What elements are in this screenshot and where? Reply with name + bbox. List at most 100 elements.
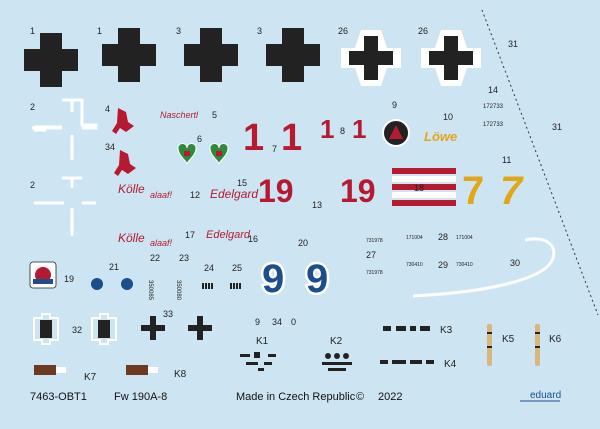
red-numeral-1c: 1 bbox=[320, 114, 334, 144]
heart-shield-a bbox=[177, 143, 197, 165]
stencil-group-K2 bbox=[322, 353, 352, 371]
red-numeral-1d: 1 bbox=[352, 114, 366, 144]
label-9: 9 bbox=[392, 100, 397, 110]
balkenkreuz-26a: 26 bbox=[338, 26, 401, 86]
fuselage-band bbox=[392, 168, 456, 206]
roundel-emblem-19 bbox=[29, 261, 57, 289]
aircraft-name: Fw 190A-8 bbox=[114, 391, 167, 403]
label-K3: K3 bbox=[440, 325, 453, 336]
small-cross-b bbox=[188, 316, 212, 340]
label-34b: 34 bbox=[272, 317, 282, 327]
alaaf-script-a: alaaf! bbox=[150, 190, 173, 200]
label-28: 28 bbox=[438, 232, 448, 242]
label-18: 18 bbox=[414, 183, 424, 193]
blue-dot-a bbox=[91, 278, 103, 290]
label-K5: K5 bbox=[502, 334, 515, 345]
outline-cross-32b bbox=[91, 313, 117, 345]
edelgard-script-b: Edelgard bbox=[206, 229, 251, 241]
werknummer-172733b: 172733 bbox=[483, 122, 504, 128]
stencil-group-K1 bbox=[240, 352, 276, 371]
brand-logo: eduard bbox=[530, 390, 561, 401]
label-32: 32 bbox=[72, 325, 82, 335]
naschertl-script: Naschertl bbox=[160, 110, 199, 120]
label-12: 12 bbox=[190, 190, 200, 200]
label-15: 15 bbox=[237, 178, 247, 188]
stencil-350085: 350085 bbox=[147, 280, 153, 301]
label-14: 14 bbox=[488, 85, 498, 95]
blue-dot-b bbox=[121, 278, 133, 290]
stencil-group-K3 bbox=[383, 326, 430, 331]
werknummer-730410b: 730410 bbox=[456, 262, 473, 268]
label-22: 22 bbox=[150, 253, 160, 263]
year-text: 2022 bbox=[378, 391, 402, 403]
stencil-K8 bbox=[126, 365, 158, 375]
white-swoosh bbox=[412, 237, 556, 298]
werknummer-730410a: 730410 bbox=[406, 262, 423, 268]
blue-numeral-9a: 9 bbox=[262, 257, 284, 301]
stencil-group-K4 bbox=[380, 360, 434, 364]
outline-cross-32a bbox=[33, 313, 59, 345]
label-4: 4 bbox=[105, 104, 110, 114]
label-26b: 26 bbox=[418, 26, 428, 36]
propeller-blade-K6 bbox=[535, 324, 540, 366]
red-numeral-19a: 19 bbox=[258, 173, 294, 209]
label-2b: 2 bbox=[30, 180, 35, 190]
edelgard-script-a: Edelgard bbox=[210, 187, 258, 201]
label-K1: K1 bbox=[256, 336, 269, 347]
yellow-numeral-7b: 7 bbox=[500, 169, 524, 213]
stencil-K7 bbox=[34, 365, 66, 375]
red-numeral-1a: 1 bbox=[243, 117, 264, 159]
label-13: 13 bbox=[312, 200, 322, 210]
cut-line bbox=[481, 9, 599, 316]
label-K2: K2 bbox=[330, 336, 343, 347]
kolle-script-b: Kölle bbox=[118, 231, 145, 245]
round-emblem bbox=[382, 119, 410, 147]
product-code: 7463-OBT1 bbox=[30, 391, 87, 403]
kolle-script-a: Kölle bbox=[118, 182, 145, 196]
devil-emblem-a bbox=[112, 108, 134, 134]
copyright-symbol: © bbox=[356, 391, 364, 403]
lowe-script: Löwe bbox=[424, 129, 457, 144]
label-11: 11 bbox=[502, 155, 511, 165]
label-29: 29 bbox=[438, 260, 448, 270]
made-in-text: Made in Czech Republic bbox=[236, 391, 356, 403]
label-27: 27 bbox=[366, 250, 376, 260]
label-0: 0 bbox=[291, 317, 296, 327]
blue-numeral-9b-outline: 9 bbox=[306, 257, 328, 301]
werknummer-731978b: 731978 bbox=[366, 270, 383, 276]
label-20: 20 bbox=[298, 238, 308, 248]
red-numeral-1b: 1 bbox=[281, 117, 302, 159]
stencil-350080: 350080 bbox=[175, 280, 181, 301]
white-cross-2a: 2 bbox=[30, 98, 98, 160]
label-19: 19 bbox=[64, 274, 74, 284]
werknummer-171004b: 171004 bbox=[456, 235, 473, 241]
red-numeral-19b: 19 bbox=[340, 173, 376, 209]
label-30: 30 bbox=[510, 258, 520, 268]
label-31a: 31 bbox=[508, 39, 518, 49]
label-1b: 1 bbox=[97, 26, 102, 36]
label-31b: 31 bbox=[552, 122, 562, 132]
label-17: 17 bbox=[185, 230, 195, 240]
stripe-marks-25 bbox=[230, 283, 241, 289]
label-2a: 2 bbox=[30, 102, 35, 112]
stripe-marks-24 bbox=[202, 283, 213, 289]
balkenkreuz-1b: 1 bbox=[97, 26, 156, 82]
balkenkreuz-26b: 26 bbox=[418, 26, 481, 86]
label-8: 8 bbox=[340, 126, 345, 136]
yellow-numeral-7a: 7 bbox=[462, 169, 484, 213]
alaaf-script-b: alaaf! bbox=[150, 238, 173, 248]
label-7: 7 bbox=[272, 144, 277, 154]
label-24: 24 bbox=[204, 263, 214, 273]
balkenkreuz-1a: 1 bbox=[24, 26, 78, 87]
label-16: 16 bbox=[248, 234, 258, 244]
white-cross-2b: 2 bbox=[30, 176, 96, 236]
werknummer-172733a: 172733 bbox=[483, 104, 504, 110]
label-9b: 9 bbox=[255, 317, 260, 327]
label-10: 10 bbox=[443, 112, 453, 122]
blue-numeral-9b: 9 bbox=[306, 257, 328, 301]
label-K6: K6 bbox=[549, 334, 562, 345]
label-21: 21 bbox=[109, 262, 119, 272]
balkenkreuz-3a: 3 bbox=[176, 26, 238, 82]
